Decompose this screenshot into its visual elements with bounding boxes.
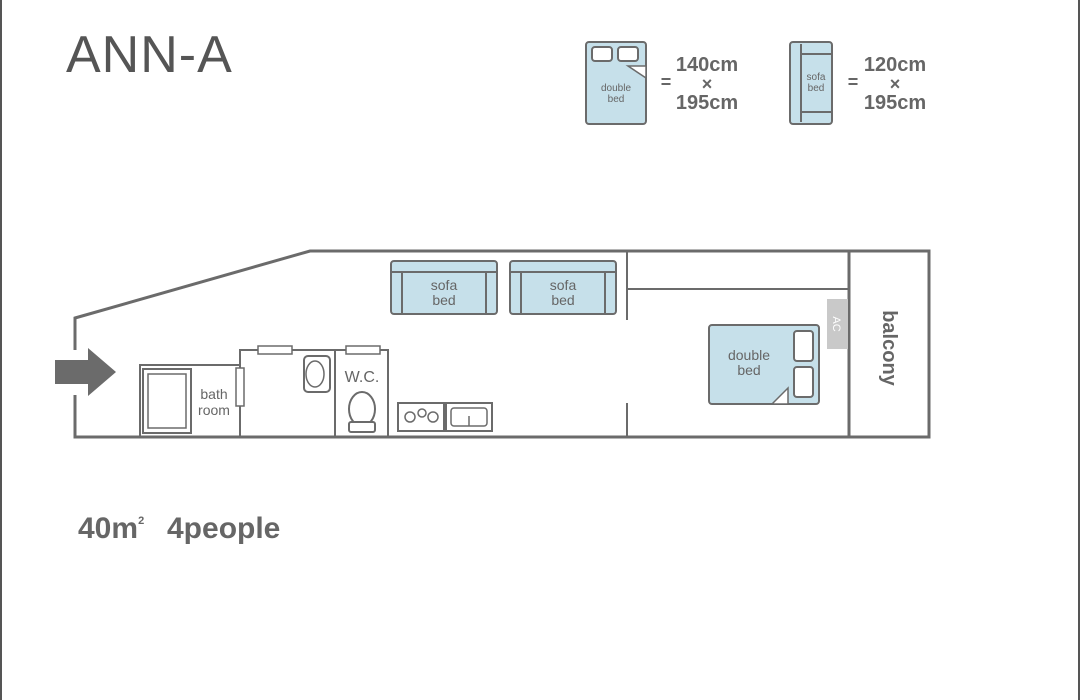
legend-double-bed-icon	[585, 41, 647, 125]
balcony-label: balcony	[878, 310, 900, 386]
sofa-bed-2: sofa bed	[509, 260, 617, 315]
bathroom-label-1: bath	[200, 386, 227, 402]
sofa-bed-2-label-1: sofa	[550, 277, 577, 293]
area-number: 40	[78, 512, 111, 545]
area-superscript: 2	[138, 515, 144, 527]
sofa-bed-2-label-2: bed	[551, 292, 574, 308]
legend-sofa-bed-times: ×	[890, 74, 901, 94]
area-unit: m	[111, 512, 138, 545]
page-title: ANN-A	[66, 26, 233, 84]
double-bed-label-2: bed	[737, 362, 760, 378]
legend-double-bed: double bed = 140cm × 195cm	[585, 41, 738, 125]
legend-sofa-bed-label-1: sofa	[807, 72, 826, 83]
capacity-label: 4people	[167, 512, 280, 545]
sofa-bed-1-label-1: sofa	[431, 277, 458, 293]
legend-sofa-bed: sofa bed = 120cm × 195cm	[789, 41, 926, 125]
wc-window	[345, 345, 381, 355]
toilet-icon	[348, 391, 376, 433]
kitchen-sink-icon	[445, 402, 493, 432]
legend-sofa-bed-length: 195cm	[864, 92, 926, 114]
legend-double-bed-width: 140cm	[676, 54, 738, 76]
sofa-bed-1-label-2: bed	[432, 292, 455, 308]
legend-double-bed-equals: =	[661, 72, 672, 92]
ac-unit	[827, 299, 848, 349]
entrance-arrow-icon	[55, 348, 116, 396]
legend-sofa-bed-label-2: bed	[808, 83, 825, 94]
legend-double-bed-label-2: bed	[608, 94, 625, 105]
legend-sofa-bed-equals: =	[848, 72, 859, 92]
double-bed: double bed	[708, 324, 820, 405]
sofa-bed-1: sofa bed	[390, 260, 498, 315]
bathroom-walls	[139, 364, 240, 437]
bathtub-icon	[142, 368, 192, 434]
legend-sofa-bed-width: 120cm	[864, 54, 926, 76]
apartment-outline	[73, 249, 931, 439]
bathroom-label-2: room	[198, 402, 230, 418]
legend-double-bed-length: 195cm	[676, 92, 738, 114]
sink-icon	[303, 355, 331, 393]
legend-double-bed-label-1: double	[601, 83, 631, 94]
wc-label: W.C.	[345, 369, 380, 386]
washroom-window	[257, 345, 293, 355]
stove-icon	[397, 402, 445, 432]
ac-label: AC	[830, 316, 842, 331]
double-bed-label-1: double	[728, 347, 770, 363]
bathroom-door	[235, 367, 245, 407]
area-value: 40m2	[78, 512, 144, 545]
legend-double-bed-times: ×	[702, 74, 713, 94]
